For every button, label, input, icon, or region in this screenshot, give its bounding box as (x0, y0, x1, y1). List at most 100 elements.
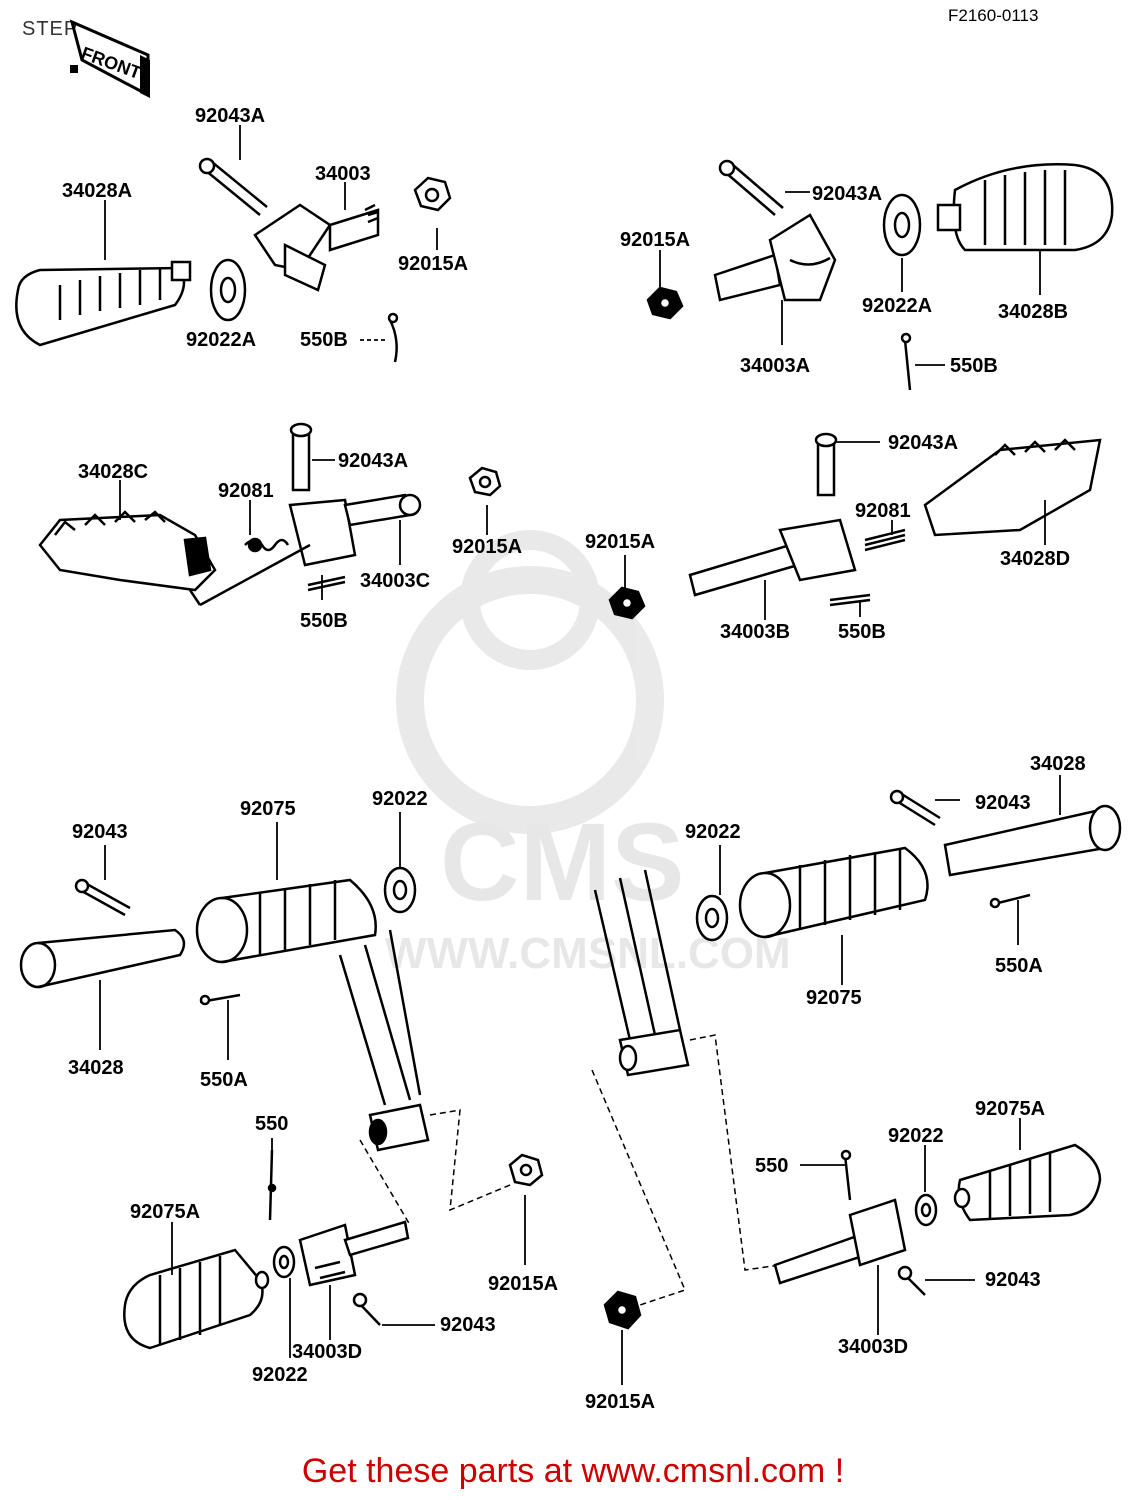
callout-92022A-2: 92022A (862, 295, 932, 317)
callout-92015A-1: 92015A (398, 253, 468, 275)
callout-34003D-1: 34003D (292, 1341, 362, 1363)
callout-92075A-1: 92075A (130, 1201, 200, 1223)
nut-92015A-bottom (603, 1290, 642, 1330)
callout-34003C: 34003C (360, 570, 430, 592)
footrest-34028C (38, 510, 217, 592)
pin-92043A-left (198, 157, 268, 216)
washer-92022-lower-left (272, 1245, 296, 1279)
washer-92022-lower-right (914, 1193, 938, 1227)
bracket-34003D-right (773, 1198, 907, 1285)
spring-92081-right (864, 528, 906, 552)
callout-92015A-6: 92015A (585, 1391, 655, 1413)
diagram-code: F2160-0113 (948, 6, 1038, 25)
bracket-34003C (288, 493, 422, 567)
callout-92043A-2: 92043A (812, 183, 882, 205)
washer-92022-left (383, 866, 417, 914)
leader-34028C-bracket (188, 543, 311, 607)
callout-34003D-2: 34003D (838, 1336, 908, 1358)
washer-92022A-right (882, 193, 922, 257)
callout-550B-4: 550B (838, 621, 886, 643)
cotter-550-lower-right (840, 1149, 852, 1201)
callout-92043A-1: 92043A (195, 105, 265, 127)
callout-92043A-3: 92043A (338, 450, 408, 472)
cotter-550B-mid-right (829, 593, 871, 607)
leader-lines (99, 125, 1061, 1385)
callout-92022-4: 92022 (888, 1125, 944, 1147)
callout-550B-1: 550B (300, 329, 348, 351)
callout-92043-2: 92043 (975, 792, 1031, 814)
rubber-92075-left (195, 878, 377, 964)
bracket-34003A (713, 213, 837, 302)
callout-34028D: 34028D (1000, 548, 1070, 570)
callout-34003A: 34003A (740, 355, 810, 377)
pin-92043-lower-left (74, 878, 131, 917)
callout-92075A-2: 92075A (975, 1098, 1045, 1120)
callout-92022-1: 92022 (372, 788, 428, 810)
pin-92043A-mid-right (814, 432, 838, 497)
callout-92015A-5: 92015A (488, 1273, 558, 1295)
cotter-550A-lower-right (989, 893, 1031, 909)
callout-34028B: 34028B (998, 301, 1068, 323)
callout-550B-3: 550B (300, 610, 348, 632)
callout-34003B: 34003B (720, 621, 790, 643)
callout-92022-2: 92022 (685, 821, 741, 843)
callout-34003: 34003 (315, 163, 371, 185)
rubber-92075A-right (953, 1143, 1102, 1222)
callout-92081-2: 92081 (855, 500, 911, 522)
nut-92015A-right (646, 286, 684, 320)
pin-92043-lower-right-2 (897, 1265, 926, 1296)
spring-92081-left (244, 537, 290, 553)
pin-92043-lower-left-2 (352, 1292, 381, 1326)
washer-92022-right (695, 894, 729, 942)
callout-labels: 92043A 34003 34028A 92015A 92022A 550B 9… (62, 105, 1086, 1413)
callout-92043A-4: 92043A (888, 432, 958, 454)
callout-92022-3: 92022 (252, 1364, 308, 1386)
callout-550A-2: 550A (995, 955, 1043, 977)
cotter-550B-mid-left (307, 575, 346, 592)
callout-550-1: 550 (255, 1113, 288, 1135)
guide-lines (359, 1034, 781, 1306)
callout-34028-2: 34028 (1030, 753, 1086, 775)
shaft-34003B (688, 518, 857, 597)
callout-34028C: 34028C (78, 461, 148, 483)
footpeg-rubber-34028A (15, 260, 192, 347)
bracket-34003 (253, 203, 380, 292)
callout-92075-2: 92075 (806, 987, 862, 1009)
pin-92043A-mid-left (289, 422, 313, 492)
footer-link[interactable]: Get these parts at www.cmsnl.com ! (301, 1452, 845, 1490)
callout-92075-1: 92075 (240, 798, 296, 820)
page-title: STEP (22, 18, 79, 40)
rubber-92075A-left (123, 1248, 270, 1350)
swingarm-left (338, 929, 430, 1152)
nut-92015A-center (608, 586, 646, 620)
nut-92015A-lower-center (508, 1153, 544, 1187)
pin-92043-lower-right (889, 789, 941, 827)
bracket-34003D-left (298, 1220, 410, 1287)
nut-92015A-mid-left (468, 466, 502, 497)
pin-34028-lower-right (943, 804, 1122, 877)
callout-550B-2: 550B (950, 355, 998, 377)
pin-34028-lower-left (19, 928, 186, 989)
cotter-550-lower-left (267, 1149, 277, 1221)
nut-92015A-left (413, 176, 452, 212)
callout-34028A: 34028A (62, 180, 132, 202)
callout-92015A-3: 92015A (452, 536, 522, 558)
callout-92015A-2: 92015A (620, 229, 690, 251)
callout-34028-1: 34028 (68, 1057, 124, 1079)
swingarm-right (593, 869, 690, 1077)
callout-550A-1: 550A (200, 1069, 248, 1091)
pin-92043A-right (718, 159, 784, 216)
watermark: CMS WWW.CMSNL.COM (385, 530, 791, 978)
cotter-550B-right (900, 332, 912, 391)
cotter-550B-left (387, 312, 399, 363)
washer-92022A-left (209, 258, 247, 322)
footrest-34028D (923, 438, 1102, 537)
callout-92043-4: 92043 (985, 1269, 1041, 1291)
callout-550-2: 550 (755, 1155, 788, 1177)
footpeg-rubber-34028B (936, 163, 1114, 252)
callout-92015A-4: 92015A (585, 531, 655, 553)
watermark-brand: CMS (440, 801, 684, 924)
callout-92081-1: 92081 (218, 480, 274, 502)
front-tag: FRONT (69, 19, 150, 98)
cotter-550A-lower-left (199, 993, 241, 1006)
